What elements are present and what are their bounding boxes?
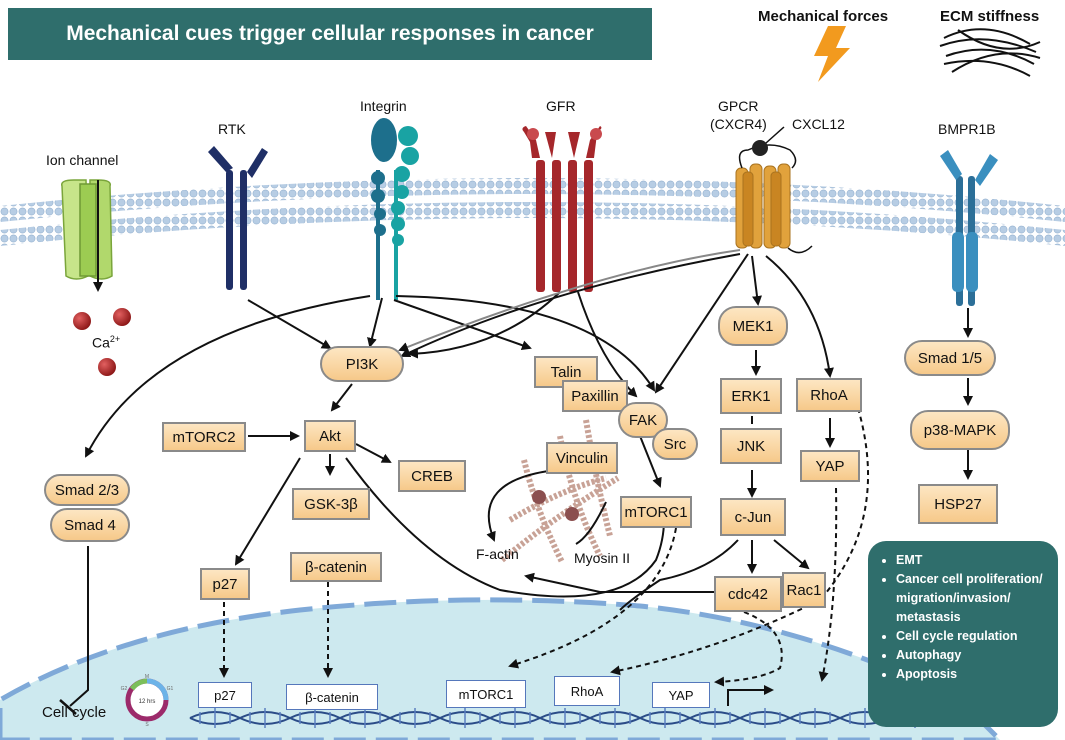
cell-cycle-label: Cell cycle	[42, 704, 107, 721]
nucleus-yap: YAP	[652, 682, 710, 708]
calcium-label: Ca2+	[92, 334, 120, 351]
ecm-fibers-icon	[939, 28, 1041, 77]
gpcr-sub-label: (CXCR4)	[710, 116, 767, 132]
signaling-arrows	[69, 249, 973, 707]
inhibition-bar	[59, 699, 77, 715]
outcome-item: Cell cycle regulation	[896, 627, 1050, 646]
nucleus-bcatenin: β-catenin	[286, 684, 378, 710]
node-cjun: c-Jun	[720, 498, 786, 536]
node-akt: Akt	[304, 420, 356, 452]
node-smad15: Smad 1/5	[904, 340, 996, 376]
outcome-item: EMT	[896, 551, 1050, 570]
bmpr1b-label: BMPR1B	[938, 121, 996, 137]
rtk-label: RTK	[218, 121, 246, 137]
ecm-stiffness-label: ECM stiffness	[940, 8, 1040, 25]
gpcr-receptor-icon	[735, 163, 791, 249]
node-mtorc2: mTORC2	[162, 422, 246, 452]
cell-cycle-phase-m: M	[145, 674, 149, 680]
node-pi3k: PI3K	[320, 346, 404, 382]
membrane-inner	[0, 202, 1065, 246]
outcome-item: Cancer cell proliferation/ migration/inv…	[896, 570, 1050, 627]
integrin-label: Integrin	[360, 98, 407, 114]
lightning-icon	[814, 26, 850, 82]
calcium-ion	[98, 358, 116, 376]
gfr-receptor-icon	[522, 126, 602, 292]
myosin-head-icon	[532, 490, 546, 504]
rtk-receptor-icon	[208, 146, 268, 290]
integrin-receptor-icon	[371, 118, 419, 300]
outcomes-panel: EMT Cancer cell proliferation/ migration…	[868, 541, 1058, 727]
outcome-item: Autophagy	[896, 646, 1050, 665]
node-jnk: JNK	[720, 428, 782, 464]
gpcr-label: GPCR	[718, 98, 759, 114]
node-erk1: ERK1	[720, 378, 782, 414]
node-cdc42: cdc42	[714, 576, 782, 612]
myosin-label: Myosin II	[574, 550, 631, 566]
calcium-charge: 2+	[109, 334, 121, 344]
calcium-ion	[73, 312, 91, 330]
membrane-outer	[0, 178, 1065, 222]
node-paxillin: Paxillin	[562, 380, 628, 412]
node-vinculin: Vinculin	[546, 442, 618, 474]
ion-channel-icon	[61, 179, 113, 280]
node-smad23: Smad 2/3	[44, 474, 130, 506]
gfr-label: GFR	[546, 98, 576, 114]
calcium-ion	[113, 308, 131, 326]
nucleus-p27: p27	[198, 682, 252, 708]
outcome-item: Apoptosis	[896, 665, 1050, 684]
nuclear-translocation-arrows	[219, 407, 869, 687]
node-p27: p27	[200, 568, 250, 600]
node-hsp27: HSP27	[918, 484, 998, 524]
node-rac1: Rac1	[782, 572, 826, 608]
f-actin-filaments-icon	[500, 419, 620, 564]
cell-cycle-phase-g2: G2	[121, 686, 128, 692]
cell-cycle-phase-s: S	[145, 722, 149, 728]
nucleus-rhoa: RhoA	[554, 676, 620, 706]
node-fak: FAK	[618, 402, 668, 438]
node-creb: CREB	[398, 460, 466, 492]
cxcl12-label: CXCL12	[792, 116, 845, 132]
calcium-symbol: Ca	[92, 334, 110, 351]
node-yap: YAP	[800, 450, 860, 482]
cell-cycle-phase-g1: G1	[167, 686, 174, 692]
ion-channel-label: Ion channel	[46, 152, 119, 168]
node-p38: p38-MAPK	[910, 410, 1010, 450]
node-mtorc1: mTORC1	[620, 496, 692, 528]
cxcl12-ligand-icon	[752, 140, 768, 156]
cell-cycle-clock-icon	[125, 678, 169, 722]
node-gsk3b: GSK-3β	[292, 488, 370, 520]
transcription-arrow-icon	[727, 685, 774, 706]
factin-label: F-actin	[476, 546, 519, 562]
node-bcatenin: β-catenin	[290, 552, 382, 582]
page-title: Mechanical cues trigger cellular respons…	[8, 8, 652, 60]
mechanical-forces-label: Mechanical forces	[758, 8, 889, 25]
node-mek1: MEK1	[718, 306, 788, 346]
nucleus-mtorc1: mTORC1	[446, 680, 526, 708]
myosin-head-icon	[565, 507, 579, 521]
bmpr1b-receptor-icon	[940, 150, 998, 306]
node-src: Src	[652, 428, 698, 460]
node-rhoa: RhoA	[796, 378, 862, 412]
cell-cycle-clock-center: 12 hrs	[139, 699, 156, 705]
node-smad4: Smad 4	[50, 508, 130, 542]
